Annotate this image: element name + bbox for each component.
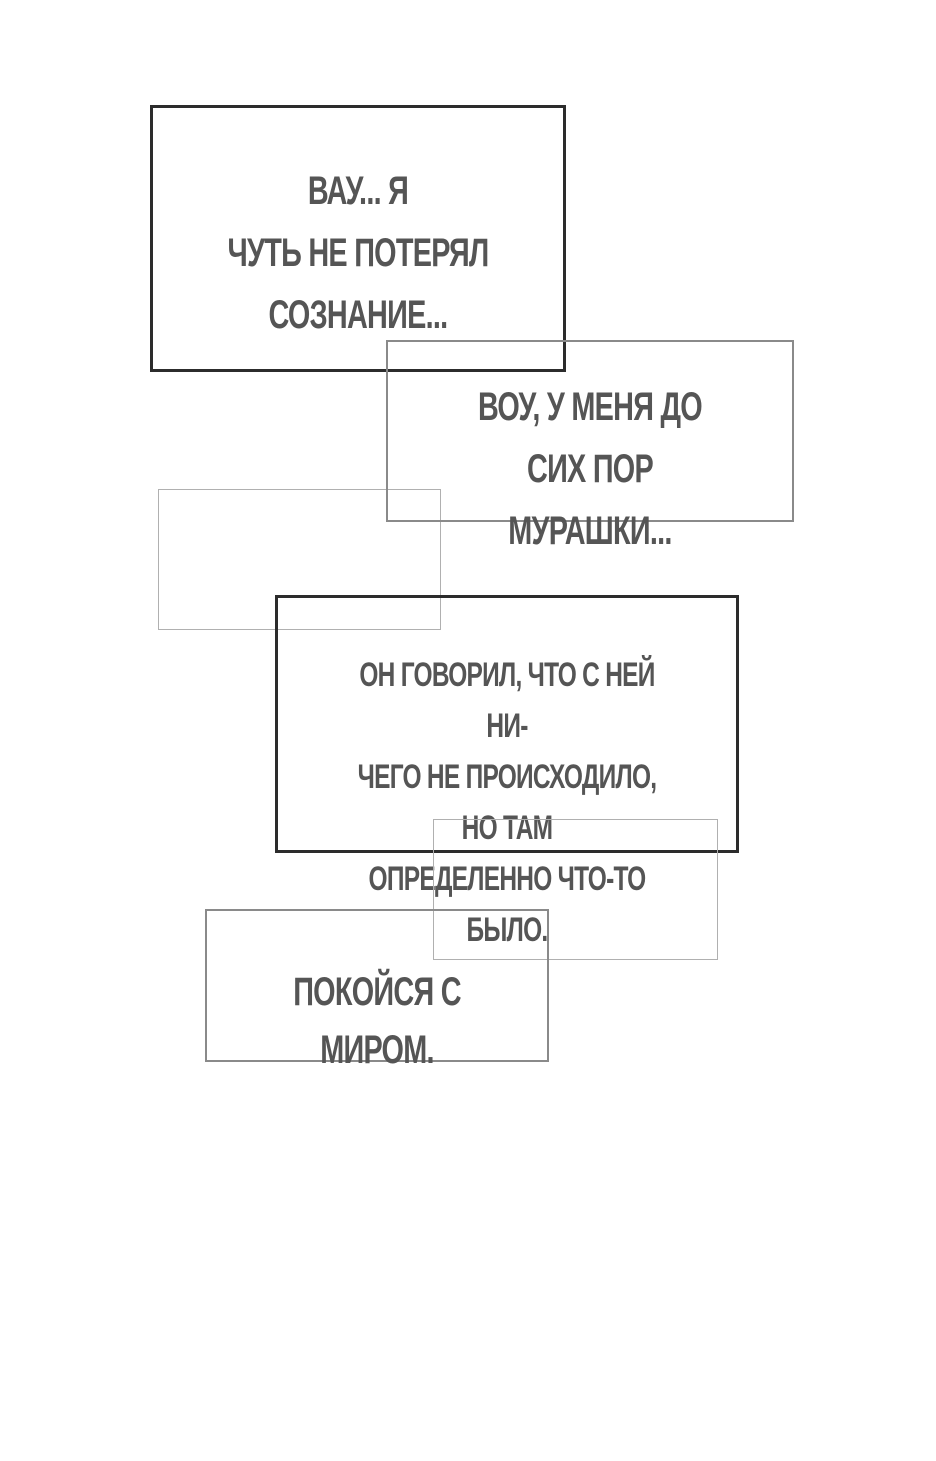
caption-box-3: ОН ГОВОРИЛ, ЧТО С НЕЙ НИ- ЧЕГО НЕ ПРОИСХ… [275,595,739,949]
empty-frame-right [433,819,718,960]
caption-line: ПОКОЙСЯ С МИРОМ. [293,970,461,1072]
caption-line: СОЗНАНИЕ... [268,293,449,337]
caption-line: ВОУ, У МЕНЯ ДО [478,385,703,429]
caption-line: ОН ГОВОРИЛ, ЧТО С НЕЙ НИ- [359,656,655,745]
caption-line: ЧУТЬ НЕ ПОТЕРЯЛ [227,231,490,275]
caption-line: ОПРЕДЕЛЕННО ЧТО-ТО БЫЛО. [368,860,647,949]
caption-line: ВАУ... Я [307,169,409,213]
caption-line: ЧЕГО НЕ ПРОИСХОДИЛО, НО ТАМ [357,758,658,847]
caption-box-2: ВОУ, У МЕНЯ ДО СИХ ПОР МУРАШКИ... [386,340,794,553]
caption-box-1: ВАУ... Я ЧУТЬ НЕ ПОТЕРЯЛ СОЗНАНИЕ... [150,105,566,372]
caption-line: СИХ ПОР МУРАШКИ... [508,447,672,553]
empty-frame-left [158,489,441,630]
caption-text-2: ВОУ, У МЕНЯ ДО СИХ ПОР МУРАШКИ... [445,376,736,562]
caption-text-4: ПОКОЙСЯ С МИРОМ. [255,963,500,1079]
caption-text-1: ВАУ... Я ЧУТЬ НЕ ПОТЕРЯЛ СОЗНАНИЕ... [210,160,505,346]
caption-text-3: ОН ГОВОРИЛ, ЧТО С НЕЙ НИ- ЧЕГО НЕ ПРОИСХ… [342,650,672,956]
caption-box-4: ПОКОЙСЯ С МИРОМ. [205,909,549,1072]
